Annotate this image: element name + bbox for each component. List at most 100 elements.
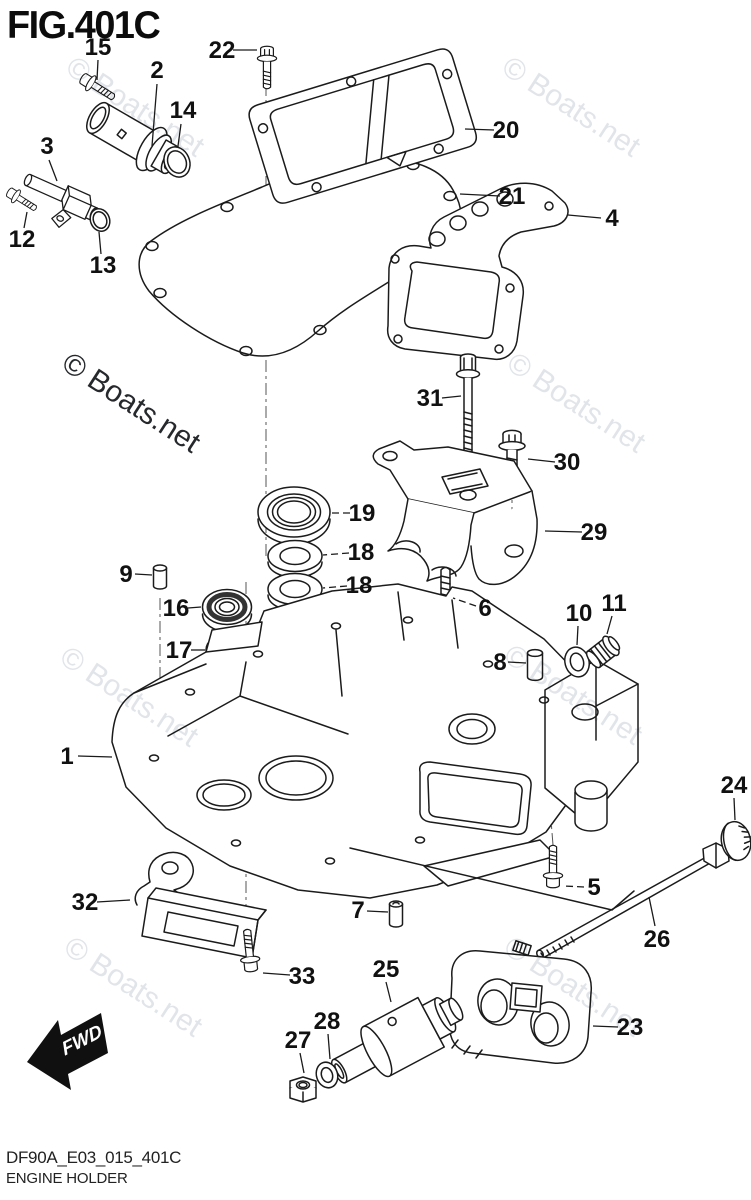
part-29-clamp-bracket xyxy=(372,440,538,586)
part-15-bolt xyxy=(79,73,116,101)
part-30-bolt xyxy=(498,429,526,483)
callout-32: 32 xyxy=(72,889,99,916)
leader-line-18 xyxy=(322,585,348,589)
part-1-engine-holder xyxy=(111,583,639,911)
leader-line-30 xyxy=(527,458,556,463)
leader-line-2 xyxy=(151,83,158,147)
leader-line-5 xyxy=(563,885,585,888)
leader-line-24 xyxy=(733,797,736,821)
callout-19: 19 xyxy=(349,500,376,527)
leader-line-18 xyxy=(322,552,350,556)
part-24-cap xyxy=(720,820,751,862)
leader-line-28 xyxy=(327,1033,331,1060)
drawing-name: ENGINE HOLDER xyxy=(6,1170,128,1187)
callout-15: 15 xyxy=(85,34,112,61)
leader-line-10 xyxy=(576,625,579,646)
leader-line-21 xyxy=(459,193,501,197)
part-11-plug xyxy=(585,635,621,669)
callout-12: 12 xyxy=(9,226,36,253)
watermark: © Boats.net xyxy=(501,346,651,460)
part-13-o-ring xyxy=(89,208,111,232)
callout-16: 16 xyxy=(163,595,190,622)
callout-5: 5 xyxy=(587,874,600,901)
callout-24: 24 xyxy=(721,772,748,799)
part-27-nut xyxy=(289,1076,317,1103)
drawing-footer: DF90A_E03_015_401C ENGINE HOLDER xyxy=(6,1148,181,1187)
callout-30: 30 xyxy=(554,449,581,476)
callout-18: 18 xyxy=(346,572,373,599)
leader-line-15 xyxy=(96,59,99,81)
leader-line-3 xyxy=(48,159,58,182)
part-7-bushing xyxy=(388,900,404,928)
callout-23: 23 xyxy=(617,1014,644,1041)
part-20-plate xyxy=(248,48,478,204)
leader-line-33 xyxy=(262,972,291,976)
part-31-bolt xyxy=(455,353,481,464)
callout-13: 13 xyxy=(90,252,117,279)
callout-31: 31 xyxy=(417,385,444,412)
part-8-bushing xyxy=(526,648,544,682)
leader-line-26 xyxy=(648,896,656,927)
figure-title: FIG.401C xyxy=(7,4,161,47)
fwd-arrow: FWD xyxy=(27,1013,108,1090)
leader-line-13 xyxy=(98,231,102,255)
callout-14: 14 xyxy=(170,97,197,124)
callout-18: 18 xyxy=(348,539,375,566)
part-14-o-ring xyxy=(163,146,191,178)
callout-4: 4 xyxy=(605,205,619,232)
leader-line-25 xyxy=(385,981,392,1003)
leader-line-9 xyxy=(134,573,153,576)
leader-line-11 xyxy=(606,615,613,635)
callout-7: 7 xyxy=(351,897,364,924)
part-32-bracket xyxy=(134,851,267,959)
part-33-bolt xyxy=(240,928,261,973)
watermark-dark: © Boats.net xyxy=(56,346,206,460)
callout-6: 6 xyxy=(478,595,491,622)
leader-line-32 xyxy=(96,899,131,903)
leader-line-29 xyxy=(544,530,583,533)
callout-10: 10 xyxy=(566,600,593,627)
part-22-bolt xyxy=(256,45,278,90)
callout-26: 26 xyxy=(644,926,671,953)
callout-17: 17 xyxy=(166,637,193,664)
drawing-code: DF90A_E03_015_401C xyxy=(6,1148,182,1167)
part-5-bolt xyxy=(542,844,564,889)
part-16-bearing xyxy=(201,588,253,633)
leader-line-6 xyxy=(452,597,477,607)
leader-line-31 xyxy=(441,395,462,399)
leader-line-8 xyxy=(507,661,527,664)
callout-25: 25 xyxy=(373,956,400,983)
part-3-fitting xyxy=(23,173,100,228)
part-18-seal-upper xyxy=(267,539,323,579)
part-23-mount xyxy=(448,940,592,1064)
callout-3: 3 xyxy=(40,133,53,160)
leader-line-12 xyxy=(23,211,28,229)
callout-22: 22 xyxy=(209,37,236,64)
part-19-bearing xyxy=(257,486,331,545)
callout-28: 28 xyxy=(314,1008,341,1035)
callout-20: 20 xyxy=(493,117,520,144)
part-25-mount-damper xyxy=(330,996,464,1084)
callout-27: 27 xyxy=(285,1027,312,1054)
leader-line-4 xyxy=(567,214,602,219)
watermark: © Boats.net xyxy=(496,50,646,164)
part-28-washer xyxy=(315,1061,339,1089)
leader-line-27 xyxy=(299,1052,305,1074)
callout-33: 33 xyxy=(289,963,316,990)
leader-line-14 xyxy=(177,123,182,147)
callout-29: 29 xyxy=(581,519,608,546)
callout-8: 8 xyxy=(493,649,506,676)
leader-line-23 xyxy=(592,1025,619,1028)
callout-11: 11 xyxy=(601,590,626,617)
leader-line-1 xyxy=(77,755,113,758)
part-9-pin xyxy=(152,564,168,590)
part-10-washer xyxy=(564,646,590,678)
part-12-bolt xyxy=(6,187,37,212)
diagram-art xyxy=(6,45,751,1103)
leader-line-20 xyxy=(464,128,495,131)
callout-1: 1 xyxy=(60,743,73,770)
part-4-gasket xyxy=(386,182,569,361)
